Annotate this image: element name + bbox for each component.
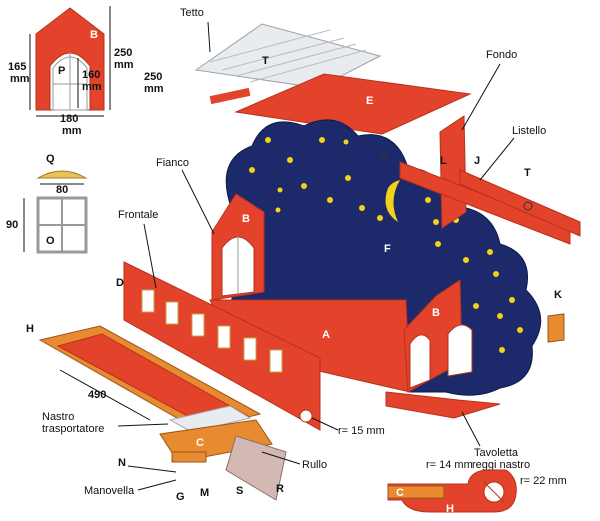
right-side-B: B bbox=[403, 279, 473, 393]
roof-tiles bbox=[194, 23, 382, 89]
label-listello: Listello bbox=[512, 125, 546, 137]
dim-250-unit: mm bbox=[114, 59, 134, 71]
part-T-roof-label: T bbox=[262, 55, 269, 67]
part-N-label: N bbox=[118, 457, 126, 469]
label-nastro-2: trasportatore bbox=[42, 423, 104, 435]
dim-r15: r= 15 mm bbox=[338, 425, 385, 437]
part-B-label: B bbox=[90, 29, 98, 41]
label-tavoletta-2: reggi nastro bbox=[472, 459, 530, 471]
label-fondo: Fondo bbox=[486, 49, 517, 61]
leader-tetto bbox=[207, 21, 211, 53]
leader-nastro bbox=[117, 423, 169, 427]
tray bbox=[385, 391, 501, 419]
part-Q-label: Q bbox=[46, 153, 55, 165]
part-O-label: O bbox=[46, 235, 55, 247]
listello bbox=[459, 169, 581, 237]
part-J-label: J bbox=[474, 155, 480, 167]
leader-listello bbox=[479, 137, 515, 181]
block-K bbox=[547, 313, 565, 343]
side-panel-detail: B P 165 mm 160 mm 250 mm 180 mm bbox=[8, 6, 134, 137]
part-D-label: D bbox=[116, 277, 124, 289]
label-tetto: Tetto bbox=[180, 7, 204, 19]
part-K-label: K bbox=[554, 289, 562, 301]
leader-manovella bbox=[137, 479, 177, 491]
roof: T E Tetto bbox=[180, 7, 472, 135]
leader-frontale bbox=[143, 223, 157, 289]
leader-rullo bbox=[261, 451, 301, 465]
dim-250b: 250 bbox=[144, 71, 162, 83]
stars bbox=[249, 137, 523, 353]
label-fianco: Fianco bbox=[156, 157, 189, 169]
front-panel-D bbox=[123, 261, 321, 431]
part-C-label: C bbox=[196, 437, 204, 449]
left-side-B: B bbox=[211, 193, 265, 301]
part-B-right-label: B bbox=[432, 307, 440, 319]
front-hole bbox=[299, 409, 313, 423]
dim-165-unit: mm bbox=[10, 73, 30, 85]
part-C-detail-label: C bbox=[396, 487, 404, 499]
screw-top bbox=[380, 152, 388, 160]
dim-490: 490 bbox=[88, 389, 106, 401]
dim-r14: r= 14 mm bbox=[426, 459, 473, 471]
part-M-label: M bbox=[200, 487, 209, 499]
dim-165: 165 bbox=[8, 61, 26, 73]
dim-80: 80 bbox=[56, 184, 68, 196]
dim-r22: r= 22 mm bbox=[520, 475, 567, 487]
detail-C-H: C H bbox=[387, 469, 517, 515]
dim-180-unit: mm bbox=[62, 125, 82, 137]
dim-180: 180 bbox=[60, 113, 78, 125]
leader-tavoletta bbox=[461, 411, 481, 447]
screw-T bbox=[523, 201, 533, 211]
dim-160: 160 bbox=[82, 69, 100, 81]
dim-160-unit: mm bbox=[82, 81, 102, 93]
leader-fondo bbox=[461, 63, 501, 131]
part-F-label: F bbox=[384, 243, 391, 255]
dim-250: 250 bbox=[114, 47, 132, 59]
roof-strip bbox=[209, 87, 251, 105]
window-arch-piece bbox=[36, 170, 88, 179]
part-P-label: P bbox=[58, 65, 65, 77]
conveyor: C R bbox=[38, 325, 287, 501]
part-L-label: L bbox=[440, 155, 447, 167]
label-manovella: Manovella bbox=[84, 485, 135, 497]
label-nastro-1: Nastro bbox=[42, 411, 74, 423]
dim-250b-unit: mm bbox=[144, 83, 164, 95]
part-A-label: A bbox=[322, 329, 330, 341]
label-rullo: Rullo bbox=[302, 459, 327, 471]
part-S-label: S bbox=[236, 485, 243, 497]
belt-R bbox=[225, 435, 287, 501]
dim-line-490 bbox=[59, 369, 151, 421]
moon bbox=[385, 180, 400, 222]
label-frontale: Frontale bbox=[118, 209, 158, 221]
part-R-label: R bbox=[276, 483, 284, 495]
window-detail: Q 80 O 90 bbox=[6, 153, 88, 254]
part-B-left-label: B bbox=[242, 213, 250, 225]
leader-fianco bbox=[181, 169, 215, 235]
label-tavoletta-1: Tavoletta bbox=[474, 447, 519, 459]
crank bbox=[171, 451, 207, 463]
part-H-detail-label: H bbox=[446, 503, 454, 515]
part-E-label: E bbox=[366, 95, 373, 107]
part-H-conveyor-label: H bbox=[26, 323, 34, 335]
part-G-label: G bbox=[176, 491, 185, 503]
part-T-label: T bbox=[524, 167, 531, 179]
dim-90: 90 bbox=[6, 219, 18, 231]
